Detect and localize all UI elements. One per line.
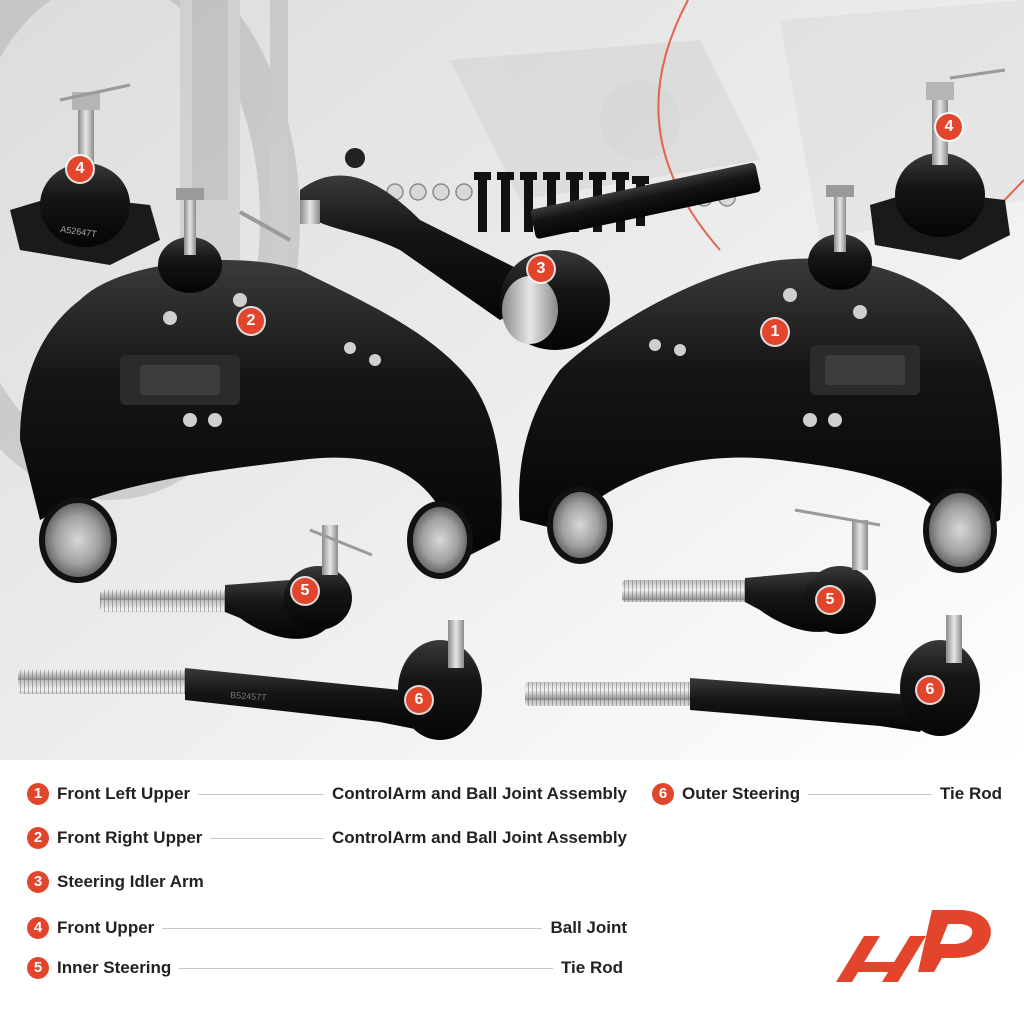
legend-part-name: Front Right Upper [57, 828, 203, 847]
marker-ball-joint-right: 4 [936, 114, 962, 140]
marker-control-arm-right: 1 [762, 319, 788, 345]
legend-part-name: Inner Steering [57, 958, 172, 977]
ball-joint-right [870, 68, 1010, 260]
legend-number-badge: 4 [27, 917, 49, 939]
legend-part-type: Ball Joint [550, 918, 627, 937]
legend-item-6: 6 Outer Steering Tie Rod [652, 780, 1002, 808]
marker-outer-tie-rod-left: 6 [406, 687, 432, 713]
inner-tie-rod-right [622, 508, 881, 634]
control-arm-right [519, 185, 1002, 573]
ball-joint-left: A52647T [10, 83, 160, 265]
marker-inner-tie-rod-left: 5 [292, 578, 318, 604]
marker-idler-arm: 3 [528, 256, 554, 282]
legend-number-badge: 2 [27, 827, 49, 849]
legend-part-type: ControlArm and Ball Joint Assembly [331, 784, 627, 803]
marker-control-arm-left: 2 [238, 308, 264, 334]
legend-item-2: 2 Front Right Upper ControlArm and Ball … [27, 824, 627, 852]
vehicle-background [0, 0, 1024, 500]
legend-part-type: Tie Rod [560, 958, 623, 977]
legend-number-badge: 3 [27, 871, 49, 893]
product-photo: A52647T B [0, 0, 1024, 760]
control-arm-left [20, 188, 502, 583]
legend-part-name: Front Left Upper [57, 784, 191, 803]
legend-leader-line [162, 927, 543, 929]
legend-item-3: 3 Steering Idler Arm [27, 868, 327, 896]
legend-leader-line [808, 793, 932, 795]
legend-part-name: Outer Steering [682, 784, 801, 803]
legend-leader-line [179, 967, 553, 969]
marker-ball-joint-left: 4 [67, 156, 93, 182]
legend-item-5: 5 Inner Steering Tie Rod [27, 954, 623, 982]
legend-leader-line [210, 837, 324, 839]
tie-rod-stamp: B52457T [230, 690, 268, 703]
legend-number-badge: 1 [27, 783, 49, 805]
legend-part-name: Steering Idler Arm [57, 872, 204, 891]
outer-tie-rod-left: B52457T [18, 620, 482, 740]
legend-number-badge: 6 [652, 783, 674, 805]
marker-inner-tie-rod-right: 5 [817, 587, 843, 613]
legend-part-type: Tie Rod [939, 784, 1002, 803]
legend-item-4: 4 Front Upper Ball Joint [27, 914, 627, 942]
legend-leader-line [198, 793, 324, 795]
legend-part-type: ControlArm and Ball Joint Assembly [331, 828, 627, 847]
legend-part-name: Front Upper [57, 918, 155, 937]
legend-number-badge: 5 [27, 957, 49, 979]
steering-idler-arm [239, 148, 761, 350]
a-premium-logo-icon [836, 910, 991, 982]
marker-outer-tie-rod-right: 6 [917, 677, 943, 703]
legend-item-1: 1 Front Left Upper ControlArm and Ball J… [27, 780, 627, 808]
